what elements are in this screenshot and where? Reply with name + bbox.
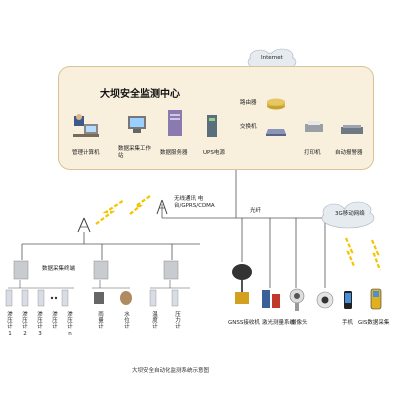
sensor-label: 水位计 — [124, 312, 130, 331]
field-antenna-icon — [77, 217, 91, 233]
server-icon — [168, 110, 182, 136]
ups-label: UPS电源 — [203, 150, 225, 156]
laser-label: 激光测量系统 — [262, 320, 296, 326]
printer-label: 打印机 — [304, 150, 321, 156]
workstation-icon — [128, 116, 146, 133]
sensor-label: 渗压计3 — [37, 312, 43, 337]
management-computer-label: 管理计算机 — [72, 150, 100, 156]
wireless-label: 无线通讯 电台/GPRS/CDMA — [174, 196, 215, 209]
internet-label: Internet — [261, 55, 283, 61]
dome-camera-icon — [316, 291, 334, 309]
ups-icon — [207, 115, 217, 137]
sensor-label: 温度计 — [152, 312, 158, 331]
fiber-label: 光纤 — [250, 208, 262, 214]
gis-label: GIS数据采集 — [358, 320, 390, 326]
switch-icon — [266, 129, 286, 136]
laser-system-icon — [262, 290, 280, 308]
camera-label: 摄像头 — [291, 320, 308, 326]
switch-label: 交换机 — [240, 124, 257, 130]
terminal-icon-3 — [163, 260, 179, 280]
sensor-label: 雨量计 — [98, 312, 104, 331]
sensor-label: 压力计 — [175, 312, 181, 331]
terminal-icon-1 — [13, 260, 29, 280]
router-icon — [267, 98, 285, 110]
sensor-label: 渗压计2 — [22, 312, 28, 337]
sensor-devices — [5, 289, 179, 307]
center-title: 大坝安全监测中心 — [100, 89, 180, 100]
alarm-icon — [341, 125, 363, 134]
sensor-label: 渗压计 — [52, 312, 58, 331]
terminal-icon-2 — [93, 260, 109, 280]
camera-icon — [289, 288, 305, 311]
phone-label: 手机 — [342, 320, 354, 326]
router-label: 路由器 — [240, 100, 257, 106]
diagram-caption: 大坝安全自动化监测系统示意图 — [132, 368, 210, 374]
phone-icon — [344, 291, 352, 309]
alarm-label: 自动报警器 — [335, 150, 363, 156]
workstation-label: 数据采集工作站 — [118, 146, 152, 159]
3g-network-label: 3G移动网络 — [335, 211, 365, 217]
gis-collector-icon — [370, 288, 382, 310]
printer-icon — [305, 121, 323, 132]
data-server-label: 数据服务器 — [160, 150, 188, 156]
gnss-label: GNSS接收机 — [228, 320, 260, 326]
antenna-icon — [156, 199, 168, 215]
sensor-label: 渗压计1 — [7, 312, 13, 337]
gnss-receiver-icon — [232, 264, 252, 304]
management-computer-icon — [73, 114, 99, 137]
terminal-label: 数据采集终端 — [42, 266, 76, 272]
sensor-label: 渗压计n — [67, 312, 73, 337]
